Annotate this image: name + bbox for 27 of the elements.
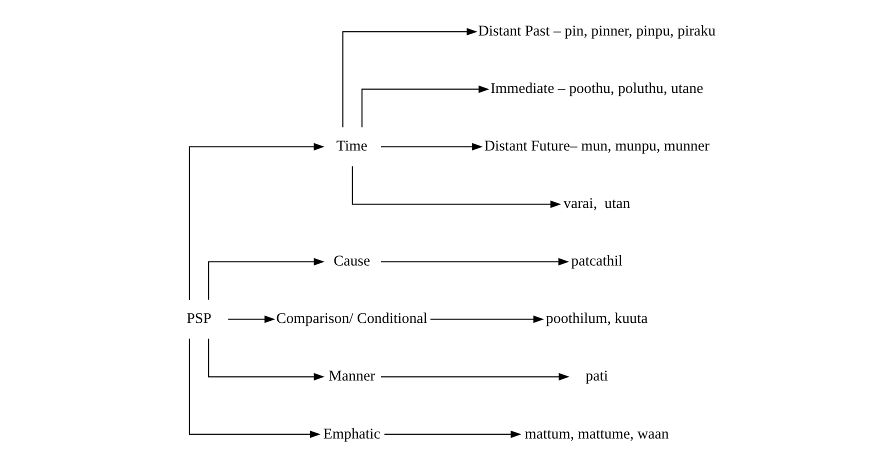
arrow (188, 142, 324, 300)
arrow (380, 373, 569, 381)
arrow (342, 28, 477, 128)
arrow (380, 258, 569, 266)
arrow (208, 338, 324, 381)
arrow (351, 166, 561, 208)
arrow (208, 258, 324, 300)
node-text: mattum, mattume, waan (524, 426, 668, 442)
node-text: Comparison/ Conditional (276, 311, 427, 328)
arrow (228, 316, 275, 324)
node-text: pati (585, 368, 608, 385)
arrow (360, 85, 489, 128)
node-text: varai, utan (563, 196, 630, 212)
node-text: patcathil (570, 254, 622, 270)
node-text: Cause (333, 254, 370, 270)
arrow (188, 338, 320, 438)
node-text: Manner (328, 368, 375, 385)
arrow (380, 142, 482, 150)
arrow (384, 430, 521, 438)
node-text: Distant Past – pin, pinner, pinpu, piraku (478, 24, 716, 40)
node-text: Time (336, 138, 367, 155)
node-text: PSP (186, 311, 211, 328)
node-text: poothilum, kuuta (545, 311, 648, 328)
node-text: Distant Future– mun, munpu, munner (484, 138, 709, 155)
arrow (430, 316, 544, 324)
node-text: Emphatic (322, 426, 380, 442)
node-text: Immediate – poothu, poluthu, utane (490, 81, 703, 98)
